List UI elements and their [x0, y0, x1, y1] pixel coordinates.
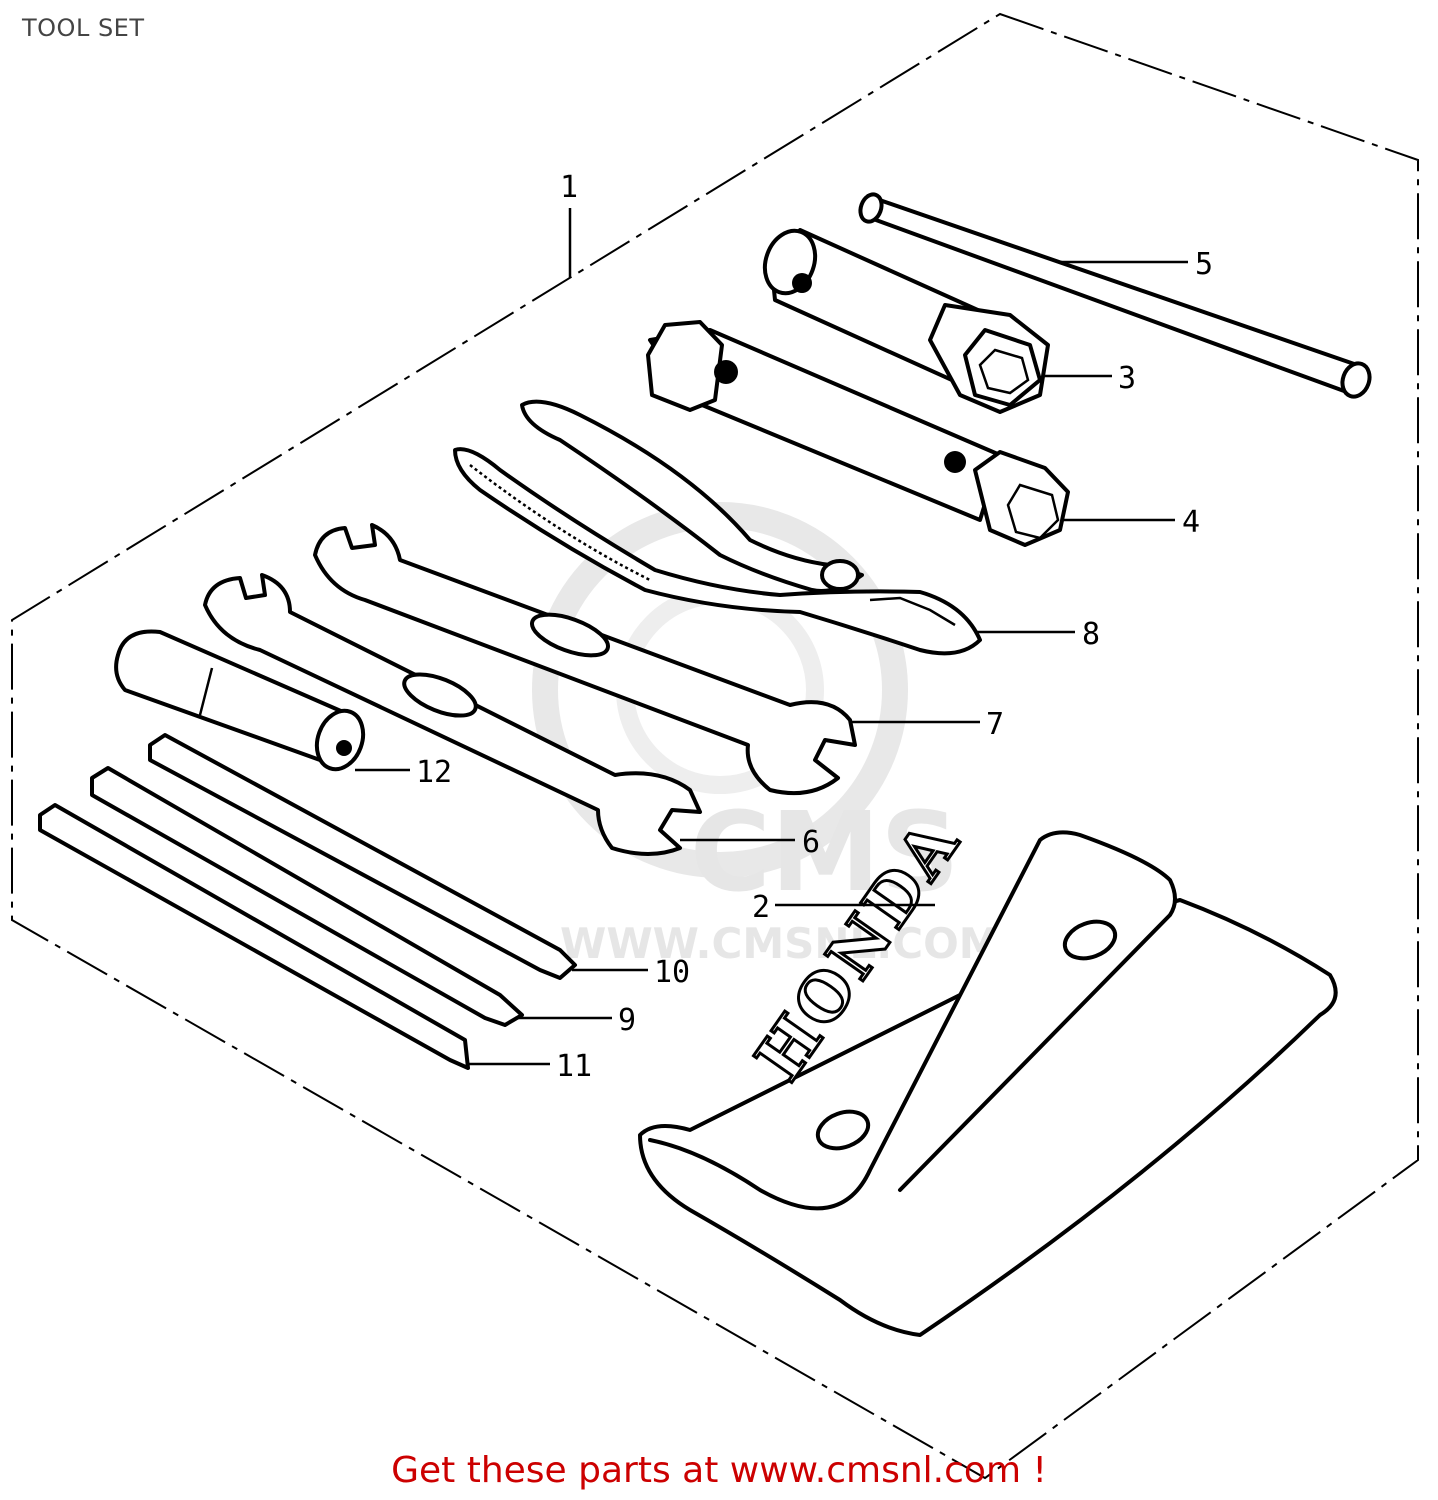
- callout-numbers: 1 2 3 4 5 6 7 8 9 10 11 12: [416, 170, 1213, 1084]
- screwdriver-cross-large: [148, 733, 577, 980]
- callout-6: 6: [802, 825, 820, 860]
- callout-9: 9: [618, 1003, 636, 1038]
- callout-10: 10: [654, 955, 690, 990]
- callout-4: 4: [1182, 505, 1200, 540]
- callout-11: 11: [556, 1049, 592, 1084]
- plug-wrench-small: [646, 320, 1070, 547]
- footer-link[interactable]: Get these parts at www.cmsnl.com !: [391, 1450, 1047, 1491]
- tommy-bar: [858, 192, 1372, 399]
- screwdriver-flat: [38, 803, 470, 1070]
- watermark-url: WWW.CMSNL.COM: [560, 919, 1001, 968]
- watermark-logo: CMS: [690, 788, 959, 916]
- callout-12: 12: [416, 755, 452, 790]
- callout-2: 2: [752, 890, 770, 925]
- callout-8: 8: [1082, 617, 1100, 652]
- screwdriver-cross-small: [90, 766, 524, 1027]
- open-end-wrench-small: [203, 573, 702, 856]
- plug-wrench-large: [762, 228, 1050, 414]
- callout-5: 5: [1195, 247, 1213, 282]
- screwdriver-grip: [114, 629, 366, 772]
- callout-7: 7: [986, 707, 1004, 742]
- callout-1: 1: [560, 170, 578, 205]
- tool-set-frame: [11, 12, 1419, 1480]
- open-end-wrench-large: [313, 523, 857, 796]
- leader-lines: [355, 208, 1188, 1066]
- page-title: TOOL SET: [22, 14, 145, 42]
- callout-3: 3: [1118, 361, 1136, 396]
- pliers: [453, 399, 982, 656]
